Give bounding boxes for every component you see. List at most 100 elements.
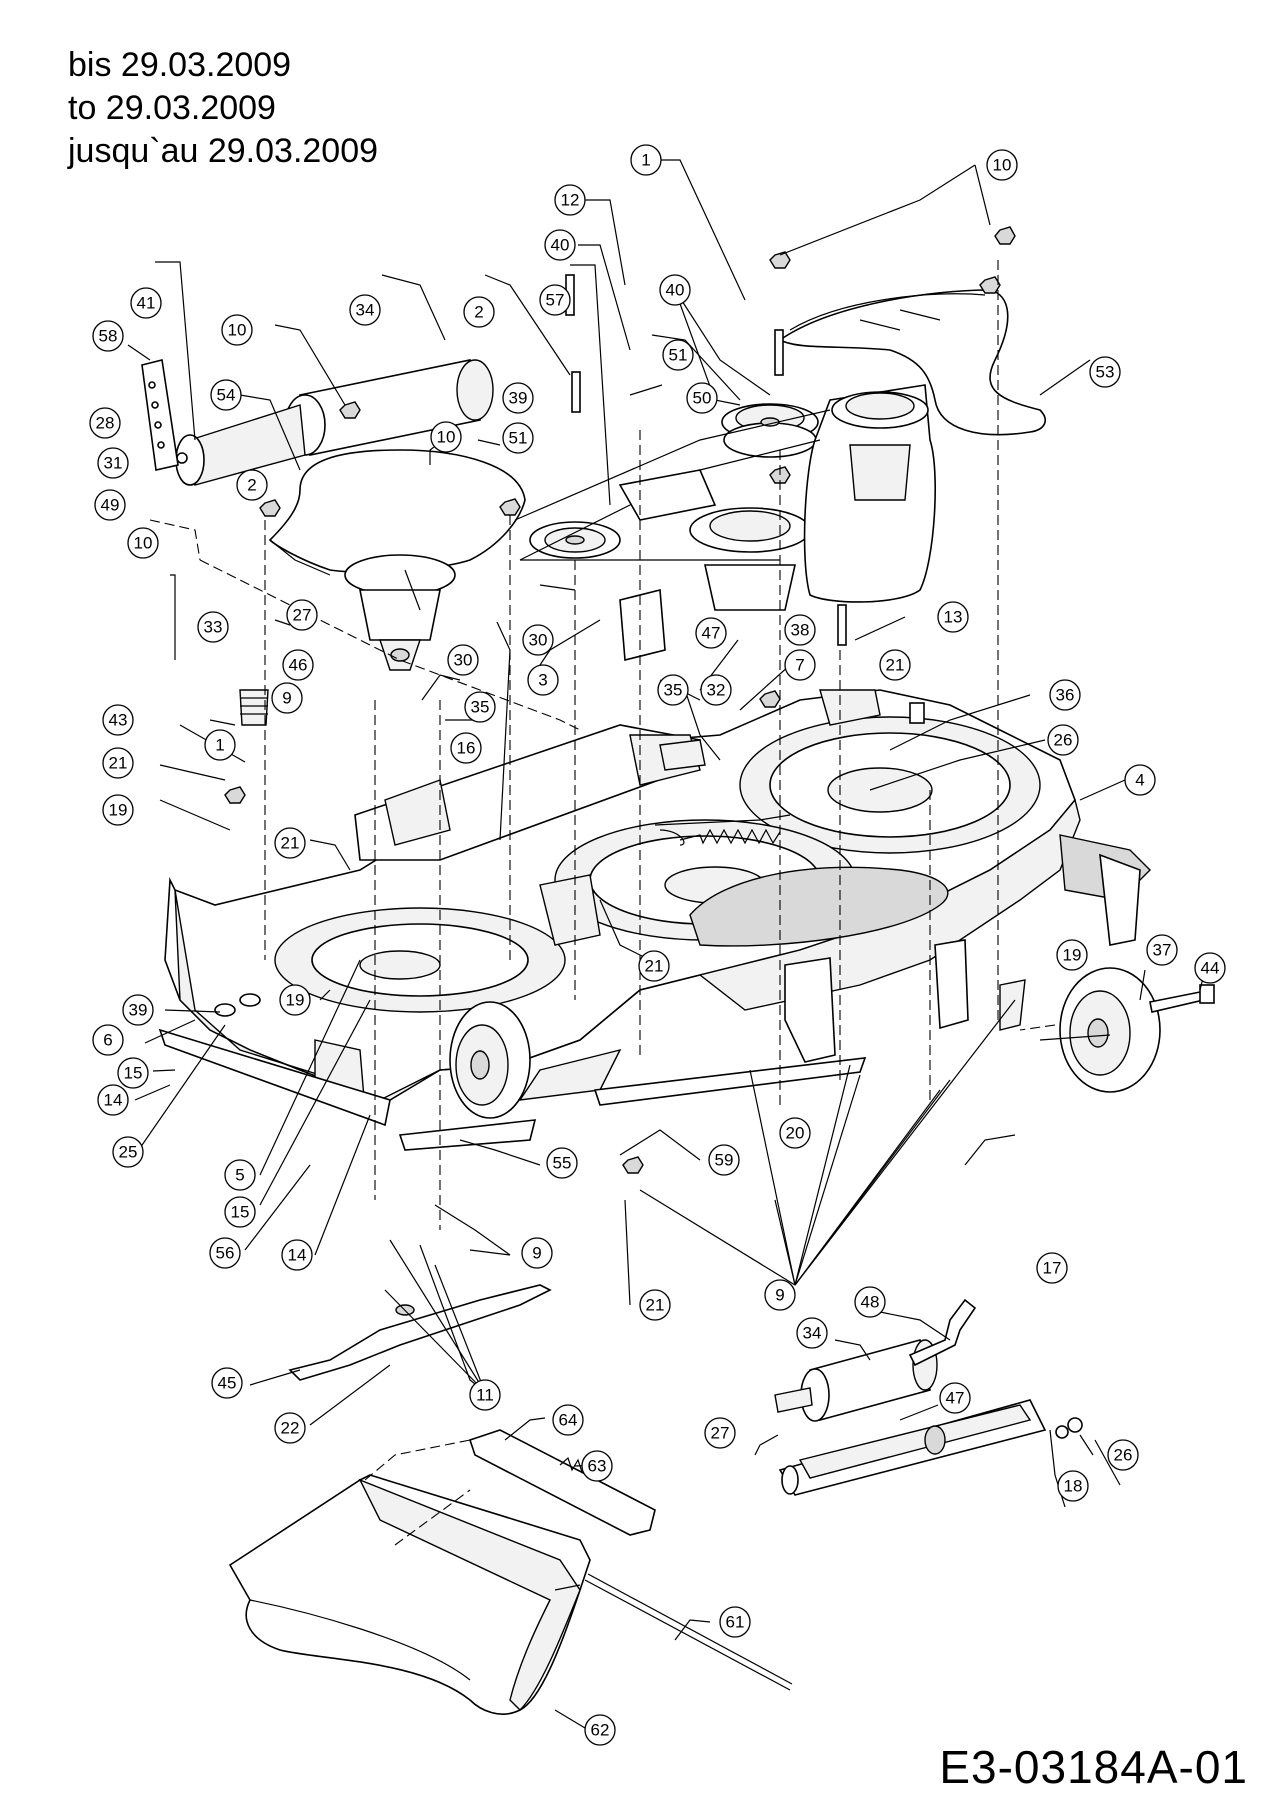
callout-53: 53	[1089, 356, 1121, 388]
callout-label-9b: 9	[532, 1244, 541, 1263]
callout-label-37: 37	[1153, 941, 1172, 960]
callout-leaders	[127, 159, 1206, 1729]
callout-label-33: 33	[204, 618, 223, 637]
callout-label-19: 19	[109, 801, 128, 820]
callout-50: 50	[686, 382, 718, 414]
callout-2: 2	[236, 469, 268, 501]
callout-label-9: 9	[282, 689, 291, 708]
callout-12: 12	[554, 184, 586, 216]
callout-label-40b: 39	[509, 389, 528, 408]
callout-29: 28	[89, 407, 121, 439]
callout-14b: 14	[281, 1239, 313, 1271]
callout-1: 1	[204, 729, 236, 761]
callout-label-10: 10	[993, 156, 1012, 175]
callout-28: 27	[286, 599, 318, 631]
callout-label-45: 45	[218, 1374, 237, 1393]
callout-10d: 10	[127, 527, 159, 559]
callout-4: 4	[1124, 764, 1156, 796]
callout-24: 25	[112, 1136, 144, 1168]
hardware-fasteners	[214, 226, 1016, 1174]
callout-label-21c: 21	[281, 834, 300, 853]
callout-label-6: 6	[103, 1031, 112, 1050]
callout-label-5: 5	[235, 1166, 244, 1185]
callout-35: 35	[464, 691, 496, 723]
callout-25: 26	[1047, 724, 1079, 756]
callout-label-36: 36	[1056, 686, 1075, 705]
callout-11: 11	[469, 1379, 501, 1411]
callout-label-46: 46	[289, 656, 308, 675]
callout-55: 55	[546, 1147, 578, 1179]
callout-label-3: 3	[538, 671, 547, 690]
callout-46: 46	[282, 649, 314, 681]
discharge-deflector	[228, 1474, 591, 1715]
callout-label-19c: 19	[1063, 946, 1082, 965]
callout-62: 62	[584, 1714, 616, 1746]
callout-label-30b: 30	[529, 631, 548, 650]
callout-15: 15	[117, 1057, 149, 1089]
callout-13: 13	[937, 601, 969, 633]
callout-label-9c: 9	[775, 1286, 784, 1305]
callout-label-19b: 19	[286, 991, 305, 1010]
callout-18: 18	[1057, 1470, 1089, 1502]
callout-8: 7	[784, 649, 816, 681]
callout-10b: 10	[221, 314, 253, 346]
callout-17: 17	[1036, 1252, 1068, 1284]
callout-label-59: 59	[715, 1151, 734, 1170]
validity-note: bis 29.03.2009 to 29.03.2009 jusqu`au 29…	[68, 44, 378, 173]
callout-9: 9	[271, 682, 303, 714]
pulley-center-stack	[689, 403, 819, 611]
callout-label-4: 4	[1135, 771, 1144, 790]
callout-label-11: 11	[476, 1386, 494, 1405]
callout-21e: 21	[639, 1289, 671, 1321]
callout-58: 58	[92, 320, 124, 352]
callout-46b: 47	[695, 617, 727, 649]
callout-label-16: 16	[457, 739, 476, 758]
callout-label-26: 26	[1114, 1446, 1133, 1465]
callout-label-32: 32	[707, 681, 726, 700]
callout-label-8: 7	[795, 656, 804, 675]
front-wheel	[449, 1001, 531, 1119]
callout-label-12: 12	[561, 191, 580, 210]
callout-label-7b: 2	[474, 303, 483, 322]
callout-7: 1	[630, 144, 662, 176]
callout-54: 54	[210, 379, 242, 411]
callout-label-15: 15	[124, 1064, 143, 1083]
callout-30: 30	[447, 644, 479, 676]
callout-label-63: 63	[588, 1457, 607, 1476]
callout-label-56: 56	[216, 1244, 235, 1263]
callout-40: 40	[659, 274, 691, 306]
callout-label-46b: 47	[702, 624, 721, 643]
callout-label-10c: 10	[437, 428, 456, 447]
front-sheet-plates	[158, 979, 1026, 1151]
callout-64: 64	[552, 1404, 584, 1436]
callout-36: 36	[1049, 679, 1081, 711]
callout-42: 40	[544, 229, 576, 261]
callout-label-48: 48	[861, 1293, 880, 1312]
callout-label-1: 1	[215, 736, 224, 755]
callout-label-21: 21	[886, 656, 905, 675]
callout-21: 21	[879, 649, 911, 681]
callout-label-61: 61	[726, 1613, 745, 1632]
callout-label-13: 13	[944, 608, 963, 627]
callout-label-7: 1	[641, 151, 650, 170]
callout-27: 27	[704, 1417, 736, 1449]
assembly-lines	[149, 260, 1056, 1546]
callout-51b: 51	[502, 422, 534, 454]
callout-34b: 34	[796, 1317, 828, 1349]
callout-label-49: 49	[101, 496, 120, 515]
callout-label-47: 47	[946, 1389, 965, 1408]
callout-15b: 15	[224, 1196, 256, 1228]
callout-label-15b: 15	[231, 1203, 250, 1222]
validity-line-fr: jusqu`au 29.03.2009	[68, 132, 379, 170]
spindle-left	[344, 554, 456, 671]
callout-48: 48	[854, 1286, 886, 1318]
callout-47: 47	[939, 1382, 971, 1414]
belt-cover-left-2	[268, 449, 526, 576]
callout-59: 59	[708, 1144, 740, 1176]
callout-51: 51	[662, 339, 694, 371]
callout-39: 39	[122, 994, 154, 1026]
callout-56: 56	[209, 1237, 241, 1269]
tension-spring	[659, 828, 781, 846]
callout-label-30: 30	[454, 651, 473, 670]
callout-label-54: 54	[217, 386, 236, 405]
